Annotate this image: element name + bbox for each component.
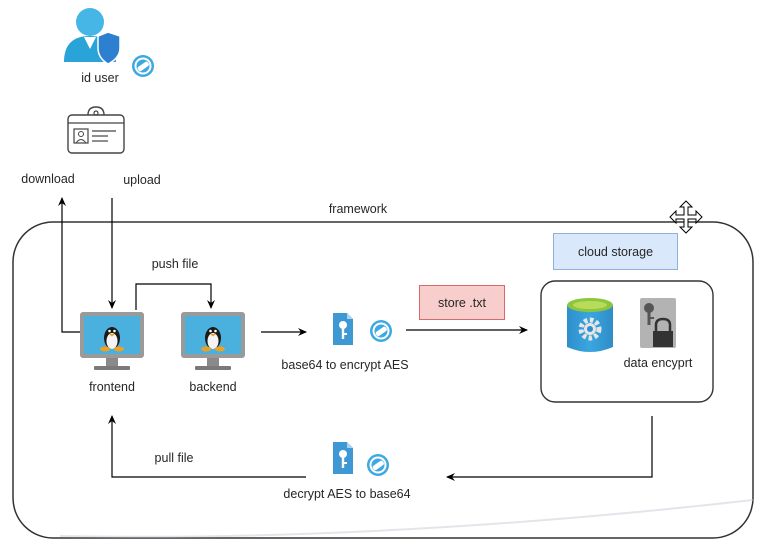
storage-database-icon[interactable] (567, 298, 613, 352)
upload-label: upload (123, 173, 161, 187)
key-lock-icon[interactable] (640, 298, 676, 348)
frontend-label: frontend (89, 380, 135, 394)
storage-container[interactable] (540, 280, 714, 403)
encrypt-label: base64 to encrypt AES (281, 358, 409, 372)
framework-container[interactable] (12, 221, 754, 539)
pull-file-edge[interactable] (108, 415, 306, 478)
backend-monitor-icon[interactable] (181, 312, 245, 370)
push-file-label: push file (151, 257, 199, 271)
user-label: id user (81, 71, 119, 85)
encrypt-disk-badge-icon (370, 320, 392, 342)
frontend-monitor-icon[interactable] (80, 312, 144, 370)
download-edge[interactable] (58, 197, 80, 333)
storage-to-decrypt-edge[interactable] (446, 416, 653, 481)
decrypt-key-file-icon[interactable] (333, 442, 353, 474)
user-icon[interactable] (64, 8, 121, 65)
backend-label: backend (189, 380, 237, 394)
data-encrypt-label: data encyprt (623, 356, 693, 370)
disk-badge-icon (132, 55, 154, 77)
push-file-edge[interactable] (135, 283, 215, 310)
framework-shadow (59, 499, 754, 538)
store-txt-box[interactable]: store .txt (419, 285, 505, 320)
download-label: download (21, 172, 75, 186)
id-card-icon[interactable] (67, 106, 125, 154)
encrypt-key-file-icon[interactable] (333, 313, 353, 345)
decrypt-disk-badge-icon (367, 454, 389, 476)
move-cursor-icon (669, 200, 703, 234)
decrypt-label: decrypt AES to base64 (283, 487, 411, 501)
pull-file-label: pull file (154, 451, 194, 465)
framework-label: framework (328, 202, 388, 216)
cloud-storage-box[interactable]: cloud storage (553, 233, 678, 270)
